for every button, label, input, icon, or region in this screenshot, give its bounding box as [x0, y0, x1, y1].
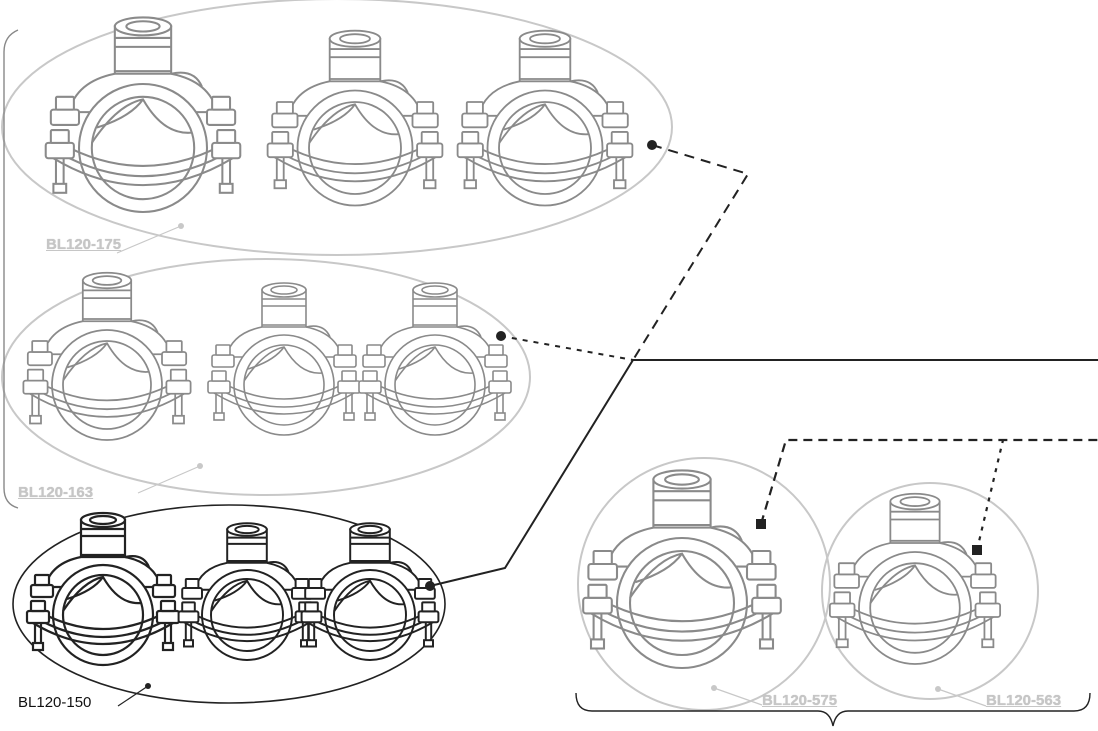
group-label-bl120-175: BL120-175	[46, 236, 122, 253]
clamp-medium	[207, 282, 361, 436]
group-outline	[1, 258, 531, 496]
clamp-small	[300, 522, 440, 661]
group-label-bl120-563: BL120-563	[986, 692, 1062, 709]
group-brace	[575, 692, 1091, 727]
clamp-small	[456, 29, 634, 207]
clamp-small	[358, 282, 512, 436]
group-label-bl120-163: BL120-163	[18, 484, 94, 501]
group-outline	[821, 482, 1039, 700]
label-leader	[713, 687, 763, 706]
group-bl120-575	[577, 438, 1098, 711]
clamp-large	[25, 511, 181, 667]
label-leader	[137, 465, 201, 494]
dashed-leader	[632, 144, 750, 361]
group-bl120-175	[1, 0, 750, 361]
group-label-bl120-575: BL120-575	[762, 692, 838, 709]
group-outline	[1, 0, 673, 256]
group-outline	[577, 457, 831, 711]
left-bracket	[3, 29, 19, 509]
clamp-large	[22, 271, 192, 441]
dashed-leader	[500, 335, 634, 361]
clamp	[828, 492, 1002, 665]
label-leader	[117, 685, 149, 707]
label-leader	[116, 225, 182, 254]
solid-leader	[429, 359, 1098, 587]
group-bl120-563	[821, 439, 1039, 707]
group-label-bl120-150: BL120-150	[18, 694, 92, 711]
clamp	[582, 469, 782, 670]
clamp-medium	[266, 29, 444, 207]
group-bl120-150	[12, 359, 1098, 707]
label-leader	[937, 688, 987, 707]
group-outline	[12, 504, 446, 704]
clamp-medium	[177, 522, 317, 661]
group-bl120-163	[1, 258, 634, 496]
